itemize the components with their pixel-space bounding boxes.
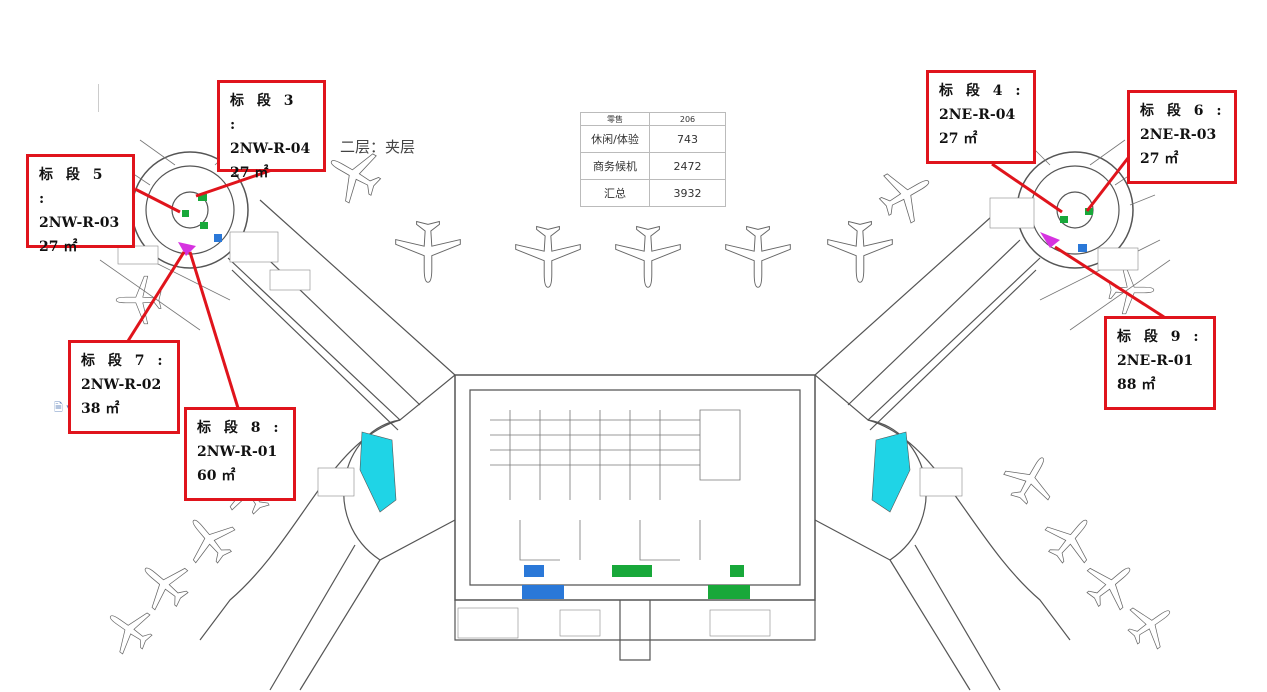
callout-title: 标 段 5 : bbox=[39, 167, 107, 207]
callout-code: 2NW-R-01 bbox=[197, 444, 278, 460]
leader-lines bbox=[126, 157, 1165, 409]
callout-title: 标 段 4 : bbox=[939, 83, 1025, 99]
callout-section-5: 标 段 5 : 2NW-R-03 27 ㎡ bbox=[26, 154, 135, 255]
callout-code: 2NE-R-01 bbox=[1117, 353, 1194, 369]
callout-area: 27 ㎡ bbox=[39, 239, 78, 255]
floor-label: 二层：夹层 bbox=[340, 138, 416, 156]
interior-lines bbox=[99, 139, 1171, 561]
callout-section-3: 标 段 3 : 2NW-R-04 27 ㎡ bbox=[217, 80, 326, 181]
callout-code: 2NE-R-04 bbox=[939, 107, 1016, 123]
callout-code: 2NE-R-03 bbox=[1140, 127, 1217, 143]
stats-name: 休闲/体验 bbox=[580, 125, 650, 153]
stats-value: 206 bbox=[649, 112, 726, 126]
page-corner-mark bbox=[98, 84, 99, 112]
callout-area: 27 ㎡ bbox=[939, 131, 978, 147]
stats-name: 零售 bbox=[580, 112, 650, 126]
callout-section-4: 标 段 4 : 2NE-R-04 27 ㎡ bbox=[926, 70, 1036, 164]
callout-section-9: 标 段 9 : 2NE-R-01 88 ㎡ bbox=[1104, 316, 1216, 410]
callout-area: 88 ㎡ bbox=[1117, 377, 1156, 393]
stats-name: 汇总 bbox=[580, 179, 650, 207]
stats-value: 3932 bbox=[649, 179, 726, 207]
callout-area: 27 ㎡ bbox=[1140, 151, 1179, 167]
stats-value: 2472 bbox=[649, 152, 726, 180]
callout-area: 27 ㎡ bbox=[230, 165, 269, 181]
callout-section-6: 标 段 6 : 2NE-R-03 27 ㎡ bbox=[1127, 90, 1237, 184]
callout-code: 2NW-R-03 bbox=[39, 215, 120, 231]
callout-code: 2NW-R-04 bbox=[230, 141, 311, 157]
callout-section-7: 标 段 7 : 2NW-R-02 38 ㎡ bbox=[68, 340, 180, 434]
callout-title: 标 段 6 : bbox=[1140, 103, 1226, 119]
callout-title: 标 段 9 : bbox=[1117, 329, 1203, 345]
callout-code: 2NW-R-02 bbox=[81, 377, 162, 393]
annotation-notes bbox=[117, 197, 1139, 639]
callout-area: 38 ㎡ bbox=[81, 401, 120, 417]
callout-section-8: 标 段 8 : 2NW-R-01 60 ㎡ bbox=[184, 407, 296, 501]
retail-zones bbox=[178, 194, 1093, 599]
stats-name: 商务候机 bbox=[580, 152, 650, 180]
stats-value: 743 bbox=[649, 125, 726, 153]
document-icon[interactable]: 🗎 ▾ bbox=[54, 401, 72, 414]
callout-title: 标 段 8 : bbox=[197, 420, 283, 436]
callout-title: 标 段 7 : bbox=[81, 353, 167, 369]
callout-area: 60 ㎡ bbox=[197, 468, 236, 484]
callout-title: 标 段 3 : bbox=[230, 93, 298, 133]
